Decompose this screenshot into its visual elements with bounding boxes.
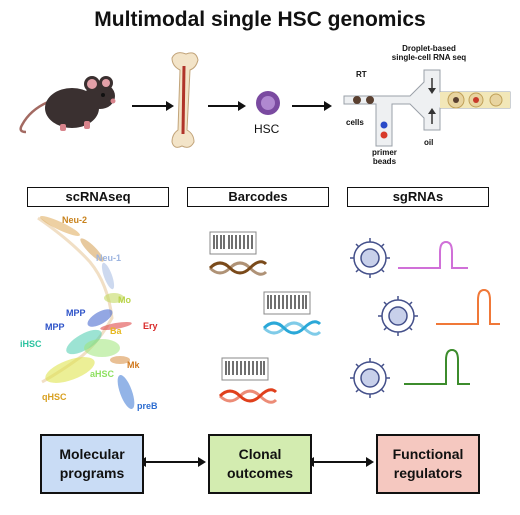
- oil-label: oil: [424, 138, 434, 147]
- barcode-icon: [263, 291, 311, 315]
- umap-scatter: [37, 216, 135, 410]
- cluster-label: Ba: [110, 326, 122, 336]
- sgrna-icon: [404, 348, 470, 385]
- dna-icon: [208, 260, 268, 275]
- dna-icon: [218, 388, 278, 403]
- cluster-label: MPP: [66, 308, 86, 318]
- molecular-programs-box: Molecular programs: [40, 434, 144, 494]
- virus-icon: [350, 238, 390, 278]
- cluster-label: aHSC: [90, 369, 115, 379]
- cluster-label: qHSC: [42, 392, 67, 402]
- primer-beads-label: primer beads: [372, 148, 397, 166]
- double-arrow-icon: [306, 457, 374, 467]
- barcode-icon: [221, 357, 269, 381]
- barcode-icon: [209, 231, 257, 255]
- section-barcodes: Barcodes: [187, 187, 329, 207]
- dna-icon: [262, 320, 322, 335]
- section-scrnaseq: scRNAseq: [27, 187, 169, 207]
- cluster-label: Mk: [127, 360, 140, 370]
- droplet-device-icon: [343, 69, 511, 147]
- mouse-icon: [19, 76, 116, 134]
- cluster-label: MPP: [45, 322, 65, 332]
- cluster-label: Neu-1: [96, 253, 122, 263]
- arrow-icon: [132, 101, 174, 111]
- cluster-label: Ery: [143, 321, 158, 331]
- double-arrow-icon: [138, 457, 206, 467]
- hsc-label: HSC: [254, 122, 280, 136]
- section-sgrnas: sgRNAs: [347, 187, 489, 207]
- figure-title: Multimodal single HSC genomics: [94, 8, 426, 31]
- cluster-label: Neu-2: [62, 215, 88, 225]
- virus-icon: [378, 296, 418, 336]
- cluster-label: preB: [137, 401, 158, 411]
- cells-label: cells: [346, 118, 364, 127]
- sgrna-icon: [436, 288, 500, 325]
- arrow-icon: [292, 101, 332, 111]
- hsc-cell-icon: [256, 91, 280, 115]
- arrow-icon: [208, 101, 246, 111]
- cluster-label: Mo: [118, 295, 131, 305]
- functional-regulators-box: Functional regulators: [376, 434, 480, 494]
- clonal-outcomes-box: Clonal outcomes: [208, 434, 312, 494]
- droplet-title: Droplet-based single-cell RNA seq: [391, 44, 467, 62]
- cluster-label: iHSC: [20, 339, 42, 349]
- rt-label: RT: [356, 70, 367, 79]
- virus-icon: [350, 358, 390, 398]
- sgrna-icon: [398, 240, 468, 269]
- bone-icon: [171, 52, 199, 148]
